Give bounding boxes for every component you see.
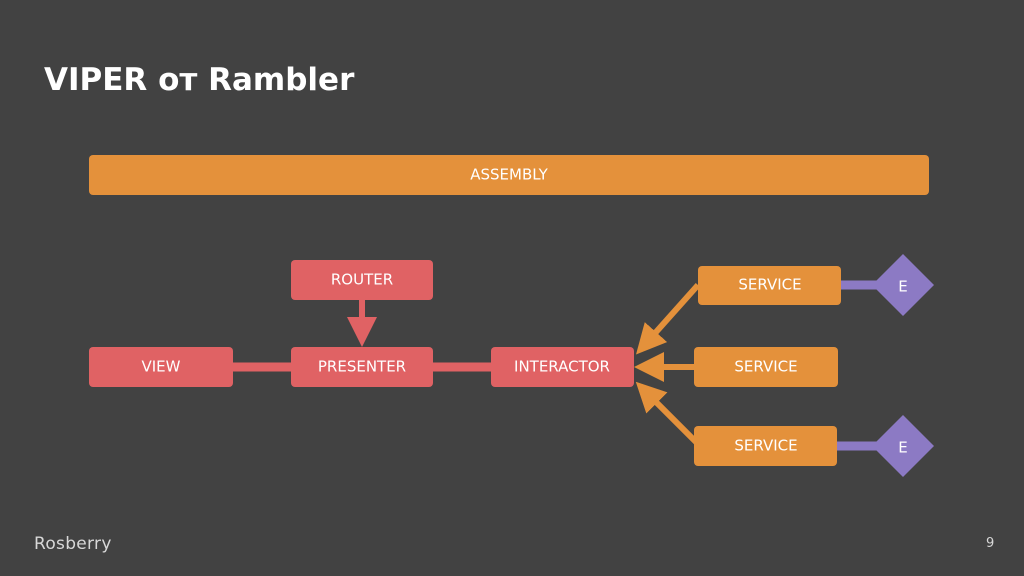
entity-node-1: E (872, 254, 934, 316)
presenter-label: PRESENTER (318, 358, 406, 376)
entity-label-1: E (898, 278, 907, 296)
page-number: 9 (986, 536, 995, 551)
service-label-2: SERVICE (734, 358, 797, 376)
rosberry-logo: Rosberry (34, 534, 112, 554)
service-1-arrow (636, 283, 701, 355)
router-node: ROUTER (291, 260, 433, 300)
slide-title: VIPER от Rambler (44, 62, 355, 98)
interactor-node: INTERACTOR (491, 347, 634, 387)
entity-label-2: E (898, 439, 907, 457)
assembly-node: ASSEMBLY (89, 155, 929, 195)
presenter-node: PRESENTER (291, 347, 433, 387)
view-label: VIEW (142, 358, 181, 376)
service-label-1: SERVICE (738, 276, 801, 294)
service-3-arrow (635, 381, 701, 447)
entity-node-2: E (872, 415, 934, 477)
service-node-1: SERVICE (698, 266, 841, 305)
interactor-label: INTERACTOR (514, 358, 610, 376)
view-node: VIEW (89, 347, 233, 387)
router-label: ROUTER (331, 271, 393, 289)
assembly-label: ASSEMBLY (470, 166, 548, 184)
service-node-3: SERVICE (694, 426, 837, 466)
service-label-3: SERVICE (734, 437, 797, 455)
service-node-2: SERVICE (694, 347, 838, 387)
